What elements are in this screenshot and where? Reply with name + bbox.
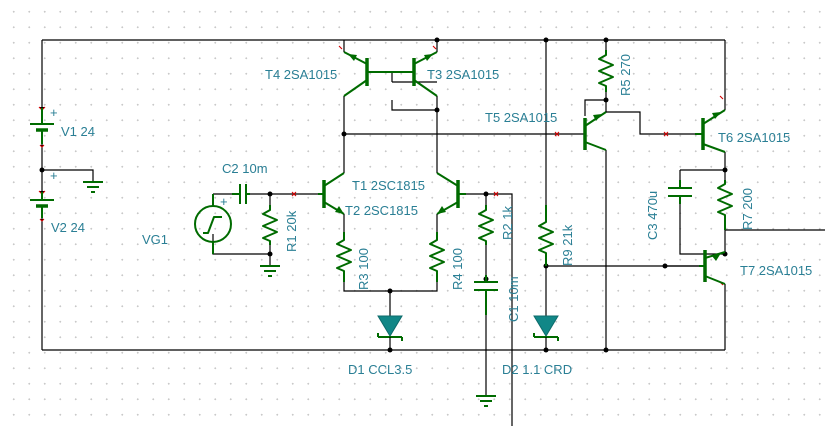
- c3-capacitor: [668, 180, 692, 204]
- t5-transistor: [583, 111, 607, 151]
- label-r9: R9 21k: [560, 224, 575, 266]
- t4-transistor: [343, 51, 392, 97]
- v2-battery: [30, 192, 54, 218]
- label-t7: T7 2SA1015: [740, 263, 812, 278]
- c1-capacitor: [474, 275, 498, 315]
- r5-resistor: [598, 50, 614, 92]
- ground-symbol-c1: [476, 395, 496, 407]
- label-r2: R2 1k: [500, 206, 515, 240]
- label-c3: C3 470u: [645, 191, 660, 240]
- t7-transistor: [699, 250, 726, 285]
- r3-resistor: [336, 232, 352, 282]
- ground-symbol-input: [260, 265, 280, 277]
- v1-battery: [30, 108, 54, 144]
- label-c2: C2 10m: [222, 161, 268, 176]
- r1-resistor: [262, 205, 278, 245]
- label-t1: T1 2SC1815: [352, 178, 425, 193]
- label-d2: D2 1.1 CRD: [502, 362, 572, 377]
- label-r5: R5 270: [618, 54, 633, 96]
- label-c1: C1 10m: [506, 276, 521, 322]
- t3-transistor: [392, 51, 438, 97]
- d1-diode: [377, 312, 403, 350]
- t6-transistor: [695, 109, 726, 153]
- r9-resistor: [538, 205, 554, 266]
- r4-resistor: [429, 232, 445, 282]
- junction-dots: [39, 37, 728, 353]
- label-t2: T2 2SC1815: [345, 203, 418, 218]
- label-vg1: VG1: [142, 232, 168, 247]
- plus-label-vg1: +: [220, 194, 228, 209]
- vg1-generator: [194, 194, 232, 254]
- component-labels: + + + V1 24 V2 24 VG1 C2 10m R1 20k T4 2…: [50, 54, 812, 377]
- label-r3: R3 100: [356, 248, 371, 290]
- t2-transistor: [436, 172, 466, 215]
- label-t4: T4 2SA1015: [265, 67, 337, 82]
- r7-resistor: [717, 180, 733, 230]
- label-d1: D1 CCL3.5: [348, 362, 412, 377]
- label-t3: T3 2SA1015: [427, 67, 499, 82]
- c2-capacitor: [232, 184, 250, 204]
- d2-diode: [533, 312, 559, 350]
- label-v1: V1 24: [61, 124, 95, 139]
- label-v2: V2 24: [51, 220, 85, 235]
- label-r7: R7 200: [740, 188, 755, 230]
- label-t5: T5 2SA1015: [485, 110, 557, 125]
- label-r1: R1 20k: [284, 210, 299, 252]
- plus-label-v1: +: [50, 105, 58, 120]
- label-t6: T6 2SA1015: [718, 130, 790, 145]
- label-r4: R4 100: [450, 248, 465, 290]
- plus-label-v2: +: [50, 168, 58, 183]
- wires: [41, 39, 825, 426]
- t1-transistor: [318, 172, 345, 215]
- ground-symbol-main: [83, 181, 103, 193]
- r2-resistor: [478, 205, 494, 245]
